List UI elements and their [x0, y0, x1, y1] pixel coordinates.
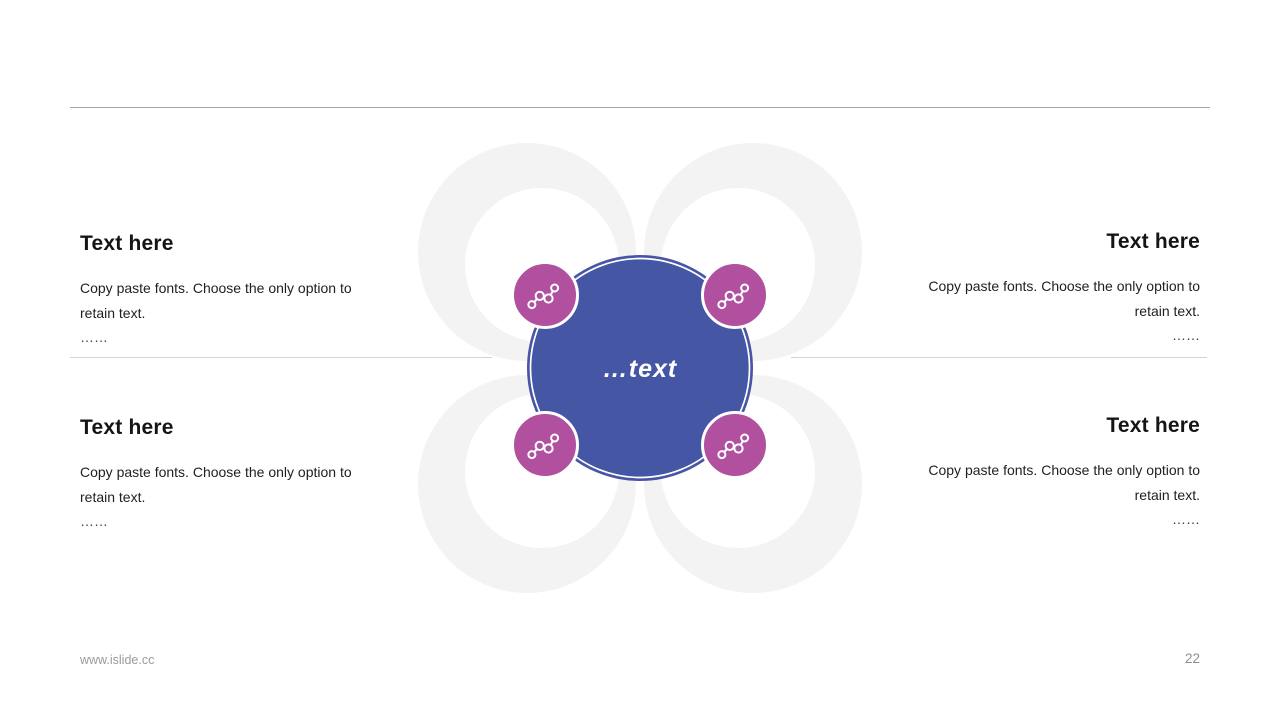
center-circle-ring [529, 257, 751, 479]
block-heading: Text here [80, 416, 174, 439]
block-heading: Text here [1106, 414, 1200, 437]
text-block-top-right: Text here Copy paste fonts. Choose the o… [904, 230, 1200, 348]
block-body: Copy paste fonts. Choose the only option… [80, 464, 352, 505]
text-block-bottom-left: Text here Copy paste fonts. Choose the o… [80, 416, 376, 534]
block-ellipsis: …… [80, 513, 108, 529]
block-ellipsis: …… [80, 329, 108, 345]
block-ellipsis: …… [1172, 327, 1200, 343]
trend-nodes-icon [527, 433, 560, 460]
block-body: Copy paste fonts. Choose the only option… [928, 278, 1200, 319]
node-circle-top-right [701, 261, 769, 329]
middle-divider-left [70, 357, 492, 358]
block-body: Copy paste fonts. Choose the only option… [80, 280, 352, 321]
trend-nodes-icon [717, 433, 750, 460]
footer-url-link[interactable]: www.islide.cc [80, 653, 155, 667]
block-ellipsis: …… [1172, 511, 1200, 527]
block-heading: Text here [1106, 230, 1200, 253]
block-body: Copy paste fonts. Choose the only option… [928, 462, 1200, 503]
trend-nodes-icon [527, 283, 560, 310]
trend-nodes-icon [717, 283, 750, 310]
block-heading: Text here [80, 232, 174, 255]
node-circle-bottom-right [701, 411, 769, 479]
text-block-bottom-right: Text here Copy paste fonts. Choose the o… [904, 414, 1200, 532]
node-circle-top-left [511, 261, 579, 329]
top-divider [70, 107, 1210, 108]
text-block-top-left: Text here Copy paste fonts. Choose the o… [80, 232, 376, 350]
center-circle [527, 255, 753, 481]
node-circle-bottom-left [511, 411, 579, 479]
center-circle-label: …text [602, 355, 678, 383]
middle-divider-right [791, 357, 1207, 358]
page-number: 22 [1184, 651, 1200, 666]
